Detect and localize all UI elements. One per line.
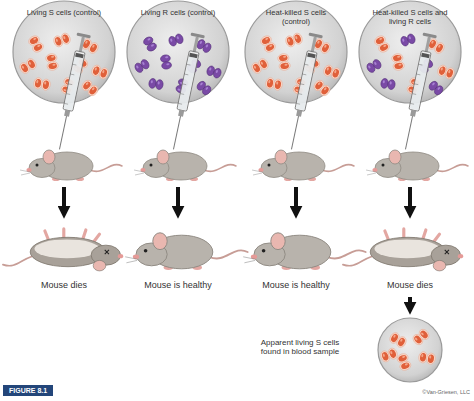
injected-mouse xyxy=(134,150,236,181)
dish-outline xyxy=(4,0,124,186)
injected-mouse xyxy=(366,150,468,181)
arrow-connector xyxy=(176,187,180,211)
sample-caption: Apparent living S cells found in blood s… xyxy=(252,338,348,356)
dead-mouse xyxy=(343,229,463,271)
outcome-mouse: Mouse dies xyxy=(350,220,470,296)
injected-mouse xyxy=(20,150,122,181)
outcome-mouse: Mouse is healthy xyxy=(236,220,356,296)
figure-number: FIGURE 8.1 xyxy=(3,385,53,396)
outcome-label: Mouse is healthy xyxy=(236,280,356,290)
arrow-connector xyxy=(294,187,298,211)
blood-sample: Apparent living S cells found in blood s… xyxy=(250,316,445,384)
injection-panel: Living R cells (control) xyxy=(118,0,238,186)
injection-panel: Heat-killed S cells and living R cells xyxy=(350,0,470,186)
healthy-mouse xyxy=(125,233,247,270)
arrow-connector xyxy=(62,187,66,211)
outcome-label: Mouse is healthy xyxy=(118,280,238,290)
dish-outline xyxy=(236,0,356,186)
dead-mouse xyxy=(3,229,123,271)
petri-circle xyxy=(378,318,442,382)
healthy-mouse xyxy=(243,233,365,270)
petri-circle xyxy=(359,1,461,103)
petri-circle xyxy=(13,1,115,103)
outcome-mouse: Mouse is healthy xyxy=(118,220,238,296)
panel-heading: Living S cells (control) xyxy=(22,9,106,18)
dish-outline xyxy=(350,0,470,186)
petri-circle xyxy=(127,1,229,103)
dish-outline xyxy=(118,0,238,186)
outcome-mouse: Mouse dies xyxy=(4,220,124,296)
panel-heading: Heat-killed S cells and living R cells xyxy=(368,9,452,26)
injection-panel: Living S cells (control) xyxy=(4,0,124,186)
petri-circle xyxy=(245,1,347,103)
copyright-note: ©Van-Griesen, LLC xyxy=(422,389,470,395)
outcome-label: Mouse dies xyxy=(350,280,470,290)
panel-heading: Heat-killed S cells (control) xyxy=(254,9,338,26)
arrow-connector xyxy=(408,297,412,307)
outcome-label: Mouse dies xyxy=(4,280,124,290)
panel-heading: Living R cells (control) xyxy=(136,9,220,18)
injection-panel: Heat-killed S cells (control) xyxy=(236,0,356,186)
arrow-connector xyxy=(408,187,412,211)
injected-mouse xyxy=(252,150,354,181)
